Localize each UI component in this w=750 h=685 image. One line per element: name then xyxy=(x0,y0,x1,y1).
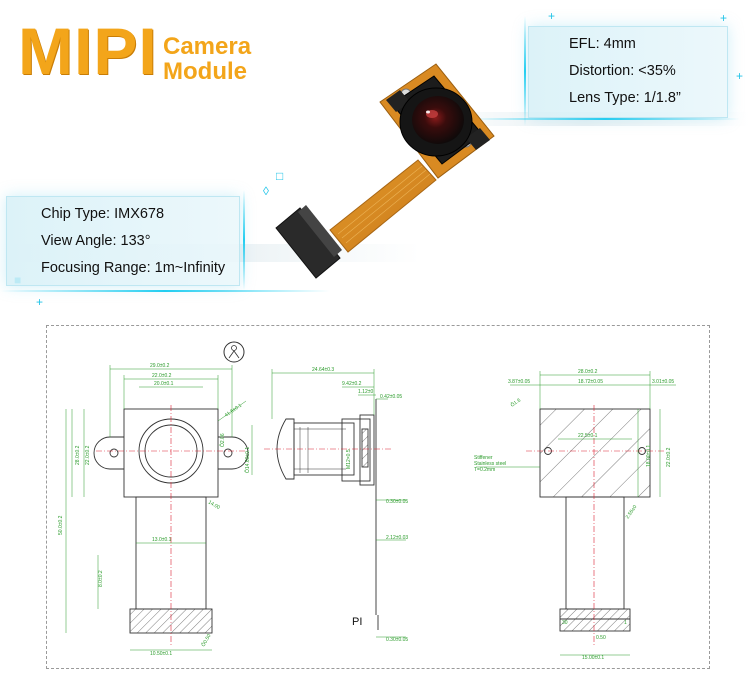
front-dim-7: 14.00 xyxy=(207,500,221,512)
sparkle-icon: + xyxy=(36,295,44,309)
sparkle-icon: + xyxy=(736,69,744,83)
side-view xyxy=(276,399,379,630)
back-dim-5: 22.5±0.1 xyxy=(578,433,598,439)
front-dim-6: Ô2.06 xyxy=(219,433,226,447)
sparkle-icon: + xyxy=(720,11,728,25)
right-spec-panel: EFL: 4mm Distortion: <35% Lens Type: 1/1… xyxy=(528,26,728,118)
spec-chip-type: Chip Type: IMX678 xyxy=(41,206,165,222)
back-view xyxy=(539,408,651,632)
back-dim-2: 18.72±0.05 xyxy=(578,379,603,385)
glow-vline-left xyxy=(243,190,245,290)
spec-view-angle: View Angle: 133° xyxy=(41,233,151,249)
front-dim-11: 10.50±0.1 xyxy=(150,651,172,657)
spec-focusing-range: Focusing Range: 1m~Infinity xyxy=(41,260,226,276)
side-dim-6: 0.30±0.05 xyxy=(386,499,408,505)
front-dim-0: 29.0±0.2 xyxy=(150,363,170,369)
side-dim-0: 24.64±0.3 xyxy=(312,367,334,373)
left-spec-panel: Chip Type: IMX678 View Angle: 133° Focus… xyxy=(6,196,240,286)
title-mipi: MIPI xyxy=(18,14,158,88)
back-dim-4: Ô1.6 xyxy=(509,397,522,409)
front-dim-12: Ô0.50 xyxy=(200,633,213,648)
front-dim-10: 8.0±0.2 xyxy=(98,570,104,587)
side-dim-7: 2.12±0.03 xyxy=(386,535,408,541)
drawing-frame xyxy=(46,325,710,669)
side-dim-4: Ô14.60±0.1 xyxy=(244,447,251,473)
camera-module-image xyxy=(275,63,495,279)
title-line-camera: Camera xyxy=(163,33,252,60)
back-dim-0: 28.0±0.2 xyxy=(578,369,598,375)
back-dim-8: 2.55±0 xyxy=(625,504,639,520)
back-dim-7: 22.0±0.2 xyxy=(666,447,672,467)
side-dim-3: 0.42±0.05 xyxy=(380,394,402,400)
spec-distortion: Distortion: <35% xyxy=(569,63,676,79)
glow-line-right xyxy=(470,118,740,120)
stiffener-line-1: Stainless steel xyxy=(474,461,506,467)
side-dim-5: M12×0.5 xyxy=(346,449,352,469)
drawing-logo-icon xyxy=(223,341,245,363)
sparkle-icon: + xyxy=(548,9,556,23)
back-dim-10: 0.50 xyxy=(596,635,606,641)
back-dim-9: 15.00±0.1 xyxy=(582,655,604,661)
sparkle-icon: □ xyxy=(276,169,284,183)
front-dim-3: 28.0±0.2 xyxy=(75,445,81,465)
technical-drawing: 29.0±0.2 22.0±0.2 20.0±0.1 28.0±0.2 22.0… xyxy=(58,341,676,661)
stiffener-line-2: T=0.2mm xyxy=(474,467,495,473)
back-pin-30: 30 xyxy=(562,620,568,626)
sparkle-icon: ◊ xyxy=(263,184,269,198)
front-dim-5: 41.6±0.1 xyxy=(224,402,244,418)
back-dim-3: 3.01±0.05 xyxy=(652,379,674,385)
front-dim-8: 13.0±0.1 xyxy=(152,537,172,543)
back-dim-1: 3.87±0.05 xyxy=(508,379,530,385)
back-dim-6: 18.00±0.1 xyxy=(646,445,652,467)
side-dim-2: 1.12±0 xyxy=(358,389,373,395)
front-dim-9: 50.0±0.2 xyxy=(58,515,64,535)
stiffener-line-0: Stiffener xyxy=(474,455,493,461)
side-dim-1: 9.42±0.2 xyxy=(342,381,362,387)
title-line-module: Module xyxy=(163,58,247,85)
front-dim-2: 20.0±0.1 xyxy=(154,381,174,387)
glow-line-left xyxy=(0,290,330,292)
front-dim-4: 22.0±0.2 xyxy=(85,445,91,465)
title-subtitle: Camera Module xyxy=(163,34,251,84)
back-pin-1: 1 xyxy=(624,620,627,626)
spec-lens-type: Lens Type: 1/1.8” xyxy=(569,90,681,106)
spec-efl: EFL: 4mm xyxy=(569,36,636,52)
glow-vline-right xyxy=(524,16,526,126)
front-dim-1: 22.0±0.2 xyxy=(152,373,172,379)
side-dim-8: 0.30±0.05 xyxy=(386,637,408,643)
side-label-pi: PI xyxy=(352,616,362,628)
